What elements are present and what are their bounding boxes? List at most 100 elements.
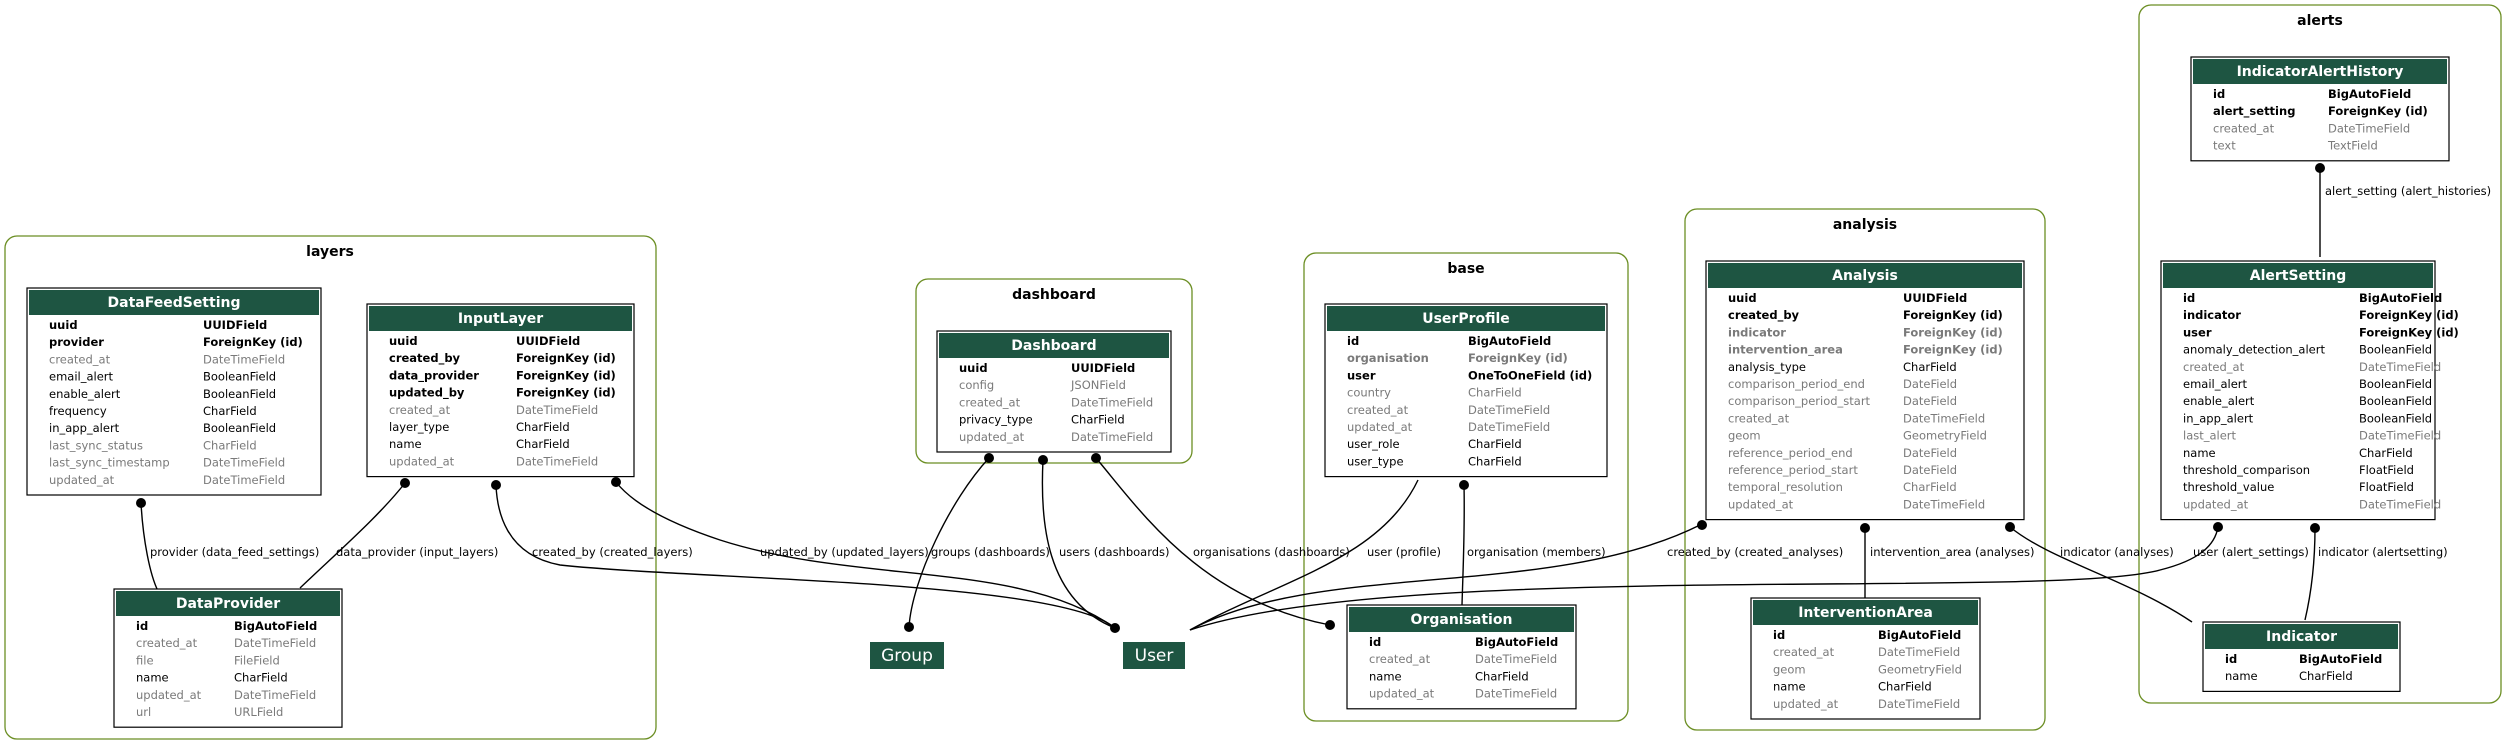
table-title: Dashboard [1011,338,1096,354]
field-name: alert_setting [2213,104,2295,119]
field-type: BooleanField [203,421,276,435]
edge-dot-users-top [1038,455,1048,465]
field-name: temporal_resolution [1728,480,1843,494]
table-title: UserProfile [1422,311,1510,327]
table-header [369,306,632,331]
table-title: DataProvider [176,596,280,612]
field-name: name [1369,669,1402,683]
table-title: InputLayer [458,311,543,327]
field-type: DateTimeField [234,636,316,650]
field-type: DateTimeField [1475,652,1557,666]
table-header [1708,263,2022,288]
field-type: UUIDField [516,334,580,348]
field-name: id [1369,635,1381,649]
field-name: updated_at [49,473,115,487]
edge-label-organisations: organisations (dashboards) [1193,545,1350,559]
field-type: CharField [2359,446,2413,460]
field-name: file [136,653,154,667]
field-type: ForeignKey (id) [1903,325,2003,339]
field-type: CharField [234,671,288,685]
field-type: BooleanField [2359,411,2432,425]
field-name: in_app_alert [2183,411,2254,425]
edge-dot-organisations-top [1091,453,1101,463]
field-name: uuid [1728,291,1757,305]
table-header [2205,624,2398,649]
field-type: DateTimeField [1475,687,1557,701]
field-type: CharField [516,420,570,434]
table-header [29,290,319,315]
field-name: indicator [2183,308,2241,322]
field-name: comparison_period_start [1728,394,1871,408]
field-name: email_alert [2183,377,2248,391]
field-type: BooleanField [2359,377,2432,391]
edge-dot-groups-bottom [904,622,914,632]
field-name: in_app_alert [49,421,120,435]
cluster-title-layers: layers [306,244,354,260]
cluster-title-alerts: alerts [2297,13,2343,29]
edge-dot-indicator-analyses [2005,522,2015,532]
field-type: DateTimeField [1903,411,1985,425]
node-user[interactable]: User [1123,642,1185,669]
field-name: last_alert [2183,429,2237,443]
field-type: BigAutoField [2328,87,2411,101]
field-name: id [1773,628,1785,642]
field-type: DateTimeField [203,352,285,366]
field-name: id [2183,291,2195,305]
field-name: country [1347,386,1391,400]
field-name: comparison_period_end [1728,377,1865,391]
field-name: frequency [49,404,107,418]
edge-label-provider: provider (data_feed_settings) [150,545,319,559]
edge-dot-organisations-bottom [1325,620,1335,630]
field-name: created_at [959,395,1021,409]
node-group[interactable]: Group [870,642,944,669]
field-name: user [2183,325,2212,339]
field-name: url [136,705,151,719]
cluster-layers: layers [4,235,657,740]
field-type: DateTimeField [2359,360,2441,374]
cluster-base: base [1303,252,1629,722]
edge-label-org-members: organisation (members) [1467,545,1606,559]
field-name: email_alert [49,370,114,384]
field-name: user_type [1347,454,1404,468]
field-type: DateField [1903,394,1957,408]
edge-dot-provider [136,498,146,508]
field-type: FileField [234,653,280,667]
table-title: InterventionArea [1798,605,1933,621]
field-name: uuid [49,318,78,332]
field-name: geom [1728,429,1761,443]
table-header [2193,59,2447,84]
edge-created-by-analyses [1189,524,1701,631]
field-type: DateTimeField [1468,403,1550,417]
edge-users [1041,459,1116,629]
field-name: text [2213,139,2236,153]
field-type: DateField [1903,446,1957,460]
field-type: CharField [1475,669,1529,683]
field-name: uuid [959,361,988,375]
table-header [1753,600,1978,625]
field-type: DateTimeField [1468,420,1550,434]
table-title: Organisation [1411,612,1513,628]
field-type: BooleanField [2359,394,2432,408]
field-type: DateTimeField [1878,697,1960,711]
field-type: BigAutoField [1468,334,1551,348]
edge-user-profile [1189,479,1419,631]
field-type: ForeignKey (id) [2359,325,2459,339]
field-name: created_at [49,352,111,366]
table-header [939,333,1169,358]
cluster-dashboard: dashboard [915,278,1193,464]
field-name: created_by [389,351,461,366]
field-type: FloatField [2359,480,2414,494]
edge-data-provider [299,482,406,589]
table-header [2163,263,2433,288]
